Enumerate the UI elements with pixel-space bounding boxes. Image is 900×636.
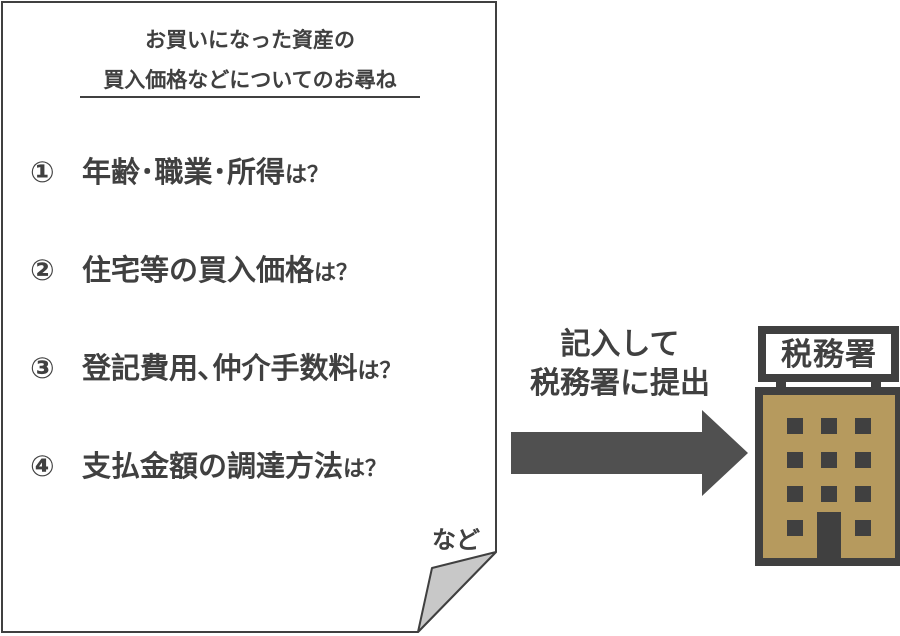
question-suffix: は？ (314, 261, 359, 286)
question-item: ④ 支払金額の調達方法は？ (30, 452, 387, 481)
document-folded-corner (417, 551, 497, 633)
document-title-underline (80, 96, 420, 98)
question-suffix: は？ (357, 359, 402, 384)
document-title-line2: 買入価格などについてのお尋ね (103, 68, 397, 92)
building-sign-text: 税務署 (781, 337, 877, 373)
question-item: ② 住宅等の買入価格は？ (30, 256, 358, 285)
question-item: ① 年齢･職業･所得は？ (30, 158, 329, 187)
submit-arrow (511, 410, 748, 496)
question-number: ① (30, 155, 55, 189)
building-door (817, 512, 841, 558)
question-suffix: は？ (285, 163, 330, 188)
building-windows (787, 418, 871, 536)
document-title-line1: お買いになった資産の (145, 28, 355, 52)
arrow-label-line2: 税務署に提出 (530, 366, 710, 401)
question-number: ④ (30, 449, 55, 483)
tax-office-building (755, 326, 900, 566)
question-suffix: は？ (343, 457, 388, 482)
question-text: 支払金額の調達方法 (82, 449, 344, 483)
etc-label: など (432, 526, 480, 554)
building-sign-panel (766, 334, 891, 374)
question-text: 年齢･職業･所得 (82, 155, 286, 189)
question-number: ③ (30, 351, 55, 385)
question-text: 住宅等の買入価格 (82, 253, 315, 287)
question-text: 登記費用､仲介手数料 (82, 351, 358, 385)
arrow-label-line1: 記入して (560, 327, 680, 362)
question-item: ③ 登記費用､仲介手数料は？ (30, 354, 402, 383)
question-number: ② (30, 253, 55, 287)
